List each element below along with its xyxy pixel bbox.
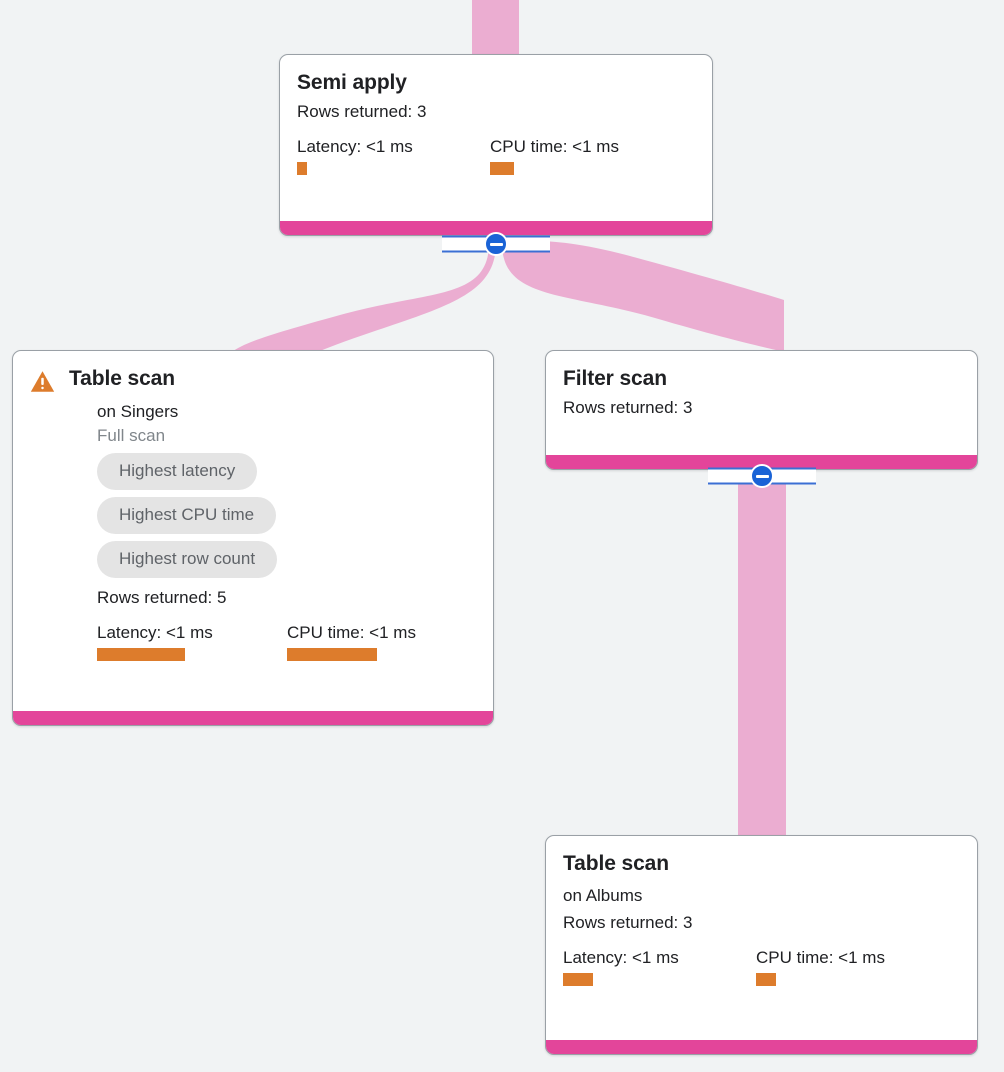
metrics-row: Latency: <1 ms CPU time: <1 ms (563, 947, 960, 986)
metric-latency-bar (97, 648, 185, 661)
metric-latency: Latency: <1 ms (97, 622, 287, 661)
rows-returned: Rows returned: 3 (563, 913, 693, 932)
rows-returned: Rows returned: 3 (563, 398, 693, 417)
node-semi-apply[interactable]: Semi apply Rows returned: 3 Latency: <1 … (279, 54, 713, 236)
collapse-toggle-semi-apply[interactable] (442, 231, 550, 257)
metrics-row: Latency: <1 ms CPU time: <1 ms (297, 136, 695, 175)
metric-latency-bar (563, 973, 593, 986)
metric-cpu-bar (490, 162, 514, 175)
node-filter-scan-header: Filter scan (563, 366, 960, 392)
scan-target: on Singers (97, 402, 179, 421)
node-table-scan-albums[interactable]: Table scan on Albums Rows returned: 3 La… (545, 835, 978, 1055)
rows-returned: Rows returned: 5 (97, 588, 227, 607)
node-title: Semi apply (297, 71, 407, 94)
collapse-toggle-filter-scan[interactable] (708, 463, 816, 489)
chip-list: Highest latency Highest CPU time Highest… (97, 453, 476, 578)
node-title: Table scan (563, 852, 669, 875)
node-footer-bar (546, 455, 977, 469)
scan-type: Full scan (97, 426, 166, 445)
node-semi-apply-body: Semi apply Rows returned: 3 Latency: <1 … (280, 55, 712, 189)
warning-triangle-icon (30, 371, 55, 392)
edge-semiapply-to-singers (232, 243, 496, 404)
metric-latency-label: Latency: <1 ms (563, 948, 679, 967)
node-table-scan-singers-body: Table scan on Singers Full scan Highest … (13, 351, 493, 675)
metric-cpu-label: CPU time: <1 ms (756, 948, 885, 967)
metric-cpu-label: CPU time: <1 ms (490, 137, 619, 156)
metric-cpu: CPU time: <1 ms (490, 136, 619, 175)
node-table-scan-albums-header: Table scan (563, 851, 960, 877)
metric-latency-label: Latency: <1 ms (297, 137, 413, 156)
metric-latency: Latency: <1 ms (297, 136, 490, 175)
edge-stub-top (472, 0, 519, 54)
node-table-scan-albums-body: Table scan on Albums Rows returned: 3 La… (546, 836, 977, 1000)
chip-highest-latency[interactable]: Highest latency (97, 453, 258, 490)
metrics-row: Latency: <1 ms CPU time: <1 ms (97, 622, 476, 661)
metric-cpu: CPU time: <1 ms (287, 622, 416, 661)
edge-filterscan-to-albums (738, 474, 786, 844)
node-semi-apply-header: Semi apply (297, 70, 695, 96)
node-filter-scan-body: Filter scan Rows returned: 3 (546, 351, 977, 433)
edge-semiapply-to-filterscan (502, 240, 784, 352)
metric-cpu-label: CPU time: <1 ms (287, 623, 416, 642)
node-title: Filter scan (563, 367, 667, 390)
node-footer-bar (280, 221, 712, 235)
node-title: Table scan (69, 367, 175, 390)
node-table-scan-singers-detail: on Singers Full scan Highest latency Hig… (30, 400, 476, 661)
metric-latency-label: Latency: <1 ms (97, 623, 213, 642)
node-table-scan-singers[interactable]: Table scan on Singers Full scan Highest … (12, 350, 494, 726)
rows-returned: Rows returned: 3 (297, 102, 427, 121)
metric-cpu-bar (756, 973, 776, 986)
metric-cpu-bar (287, 648, 377, 661)
metric-latency-bar (297, 162, 307, 175)
minus-circle-icon[interactable] (484, 232, 508, 256)
node-table-scan-singers-header: Table scan (30, 366, 476, 393)
metric-latency: Latency: <1 ms (563, 947, 756, 986)
metric-cpu: CPU time: <1 ms (756, 947, 885, 986)
node-footer-bar (546, 1040, 977, 1054)
node-footer-bar (13, 711, 493, 725)
chip-highest-row-count[interactable]: Highest row count (97, 541, 278, 578)
node-filter-scan[interactable]: Filter scan Rows returned: 3 (545, 350, 978, 470)
chip-highest-cpu-time[interactable]: Highest CPU time (97, 497, 277, 534)
minus-circle-icon[interactable] (750, 464, 774, 488)
scan-target: on Albums (563, 886, 643, 905)
